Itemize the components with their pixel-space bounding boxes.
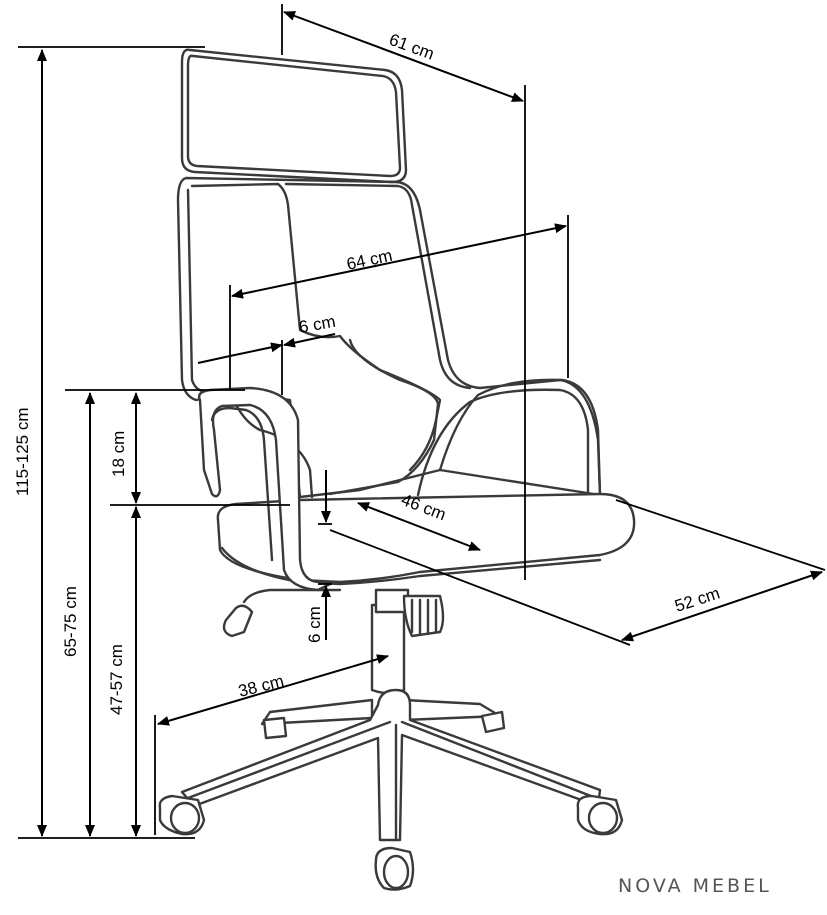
dimension-labels: 115-125 cm 65-75 cm 47-57 cm 18 cm 61 cm… [13,30,722,715]
label-seat-height: 47-57 cm [107,644,126,715]
headrest [180,48,408,184]
label-base-radius: 38 cm [236,671,286,701]
right-armrest [438,378,602,497]
caster-front-right [576,794,624,836]
height-lever [242,588,342,604]
caster-back-right [480,710,506,734]
caster-front-left [158,794,206,836]
gas-lift [370,603,406,695]
left-armrest [197,386,332,592]
label-backrest-width: 64 cm [345,246,394,274]
dim-line-armrest-width [197,355,231,364]
label-armrest-gap: 18 cm [109,431,128,477]
tilt-knob [402,594,445,638]
dim-line-seat-depth [357,502,481,551]
brand-watermark: NOVA MEBEL [618,875,772,897]
label-armrest-width: 6 cm [297,312,337,337]
dimension-lines [18,4,826,839]
caster-back-left [262,716,288,740]
label-total-height: 115-125 cm [13,407,32,496]
label-seat-width: 52 cm [672,583,722,615]
caster-front-center [374,846,415,891]
label-seat-thickness: 6 cm [305,606,324,643]
dim-line-backrest-width [231,223,567,299]
label-armrest-height: 65-75 cm [61,586,80,657]
dim-line-depth [283,11,524,102]
dim-line-base-radius [157,654,389,726]
chair-drawing [158,48,636,891]
backrest [176,176,602,499]
dim-line-seat-width [621,570,823,642]
